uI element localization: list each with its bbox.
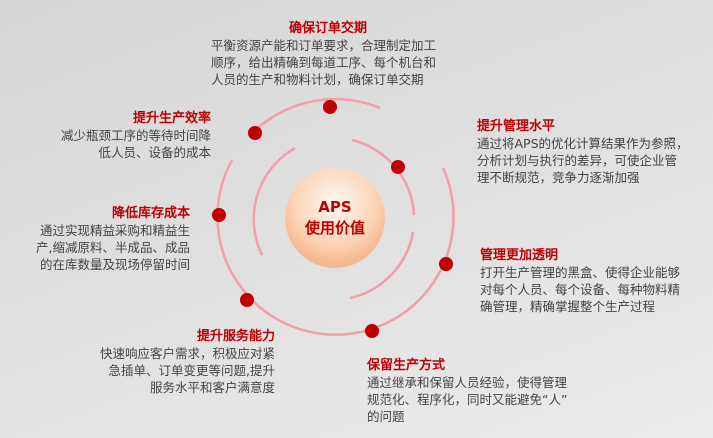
item-title: 提升生产效率 [132,111,211,126]
center-label: APS 使用价值 [285,168,385,268]
item-order-delivery: 确保订单交期 平衡资源产能和订单要求，合理制定加工 顺序，给出精确到每道工序、每… [211,20,436,88]
item-line: 服务水平和客户满意度 [149,380,275,395]
item-line: 分析计划与执行的差异，可使企业管 [477,153,678,168]
item-line: 快速响应客户需求，积极应对紧 [99,346,275,361]
item-management-level: 提升管理水平 通过将APS的优化计算结果作为参照， 分析计划与执行的差异，可使企… [477,118,689,186]
item-title: 确保订单交期 [288,21,367,36]
item-line: 的在库数量及现场停留时间 [39,257,190,272]
item-line: 顺序，给出精确到每道工序、每个机台和 [211,55,437,70]
center-line1: APS [318,198,352,216]
node-dot [323,100,337,114]
item-title: 保留生产方式 [367,358,446,373]
inner-ring-bottom [349,231,415,300]
outer-ring [216,159,455,336]
item-line: 打开生产管理的黑盒、使得企业能够 [480,265,681,280]
item-line: 通过继承和保留人员经验，使得管理 [367,375,568,390]
node-dot [212,208,226,222]
outer-ring-top [257,97,381,129]
item-line: 规范化、程序化，同时又能避免“人” [367,392,568,407]
item-line: 低人员、设备的成本 [98,145,211,160]
item-title: 提升管理水平 [477,119,556,134]
item-line: 确管理，精确掌握整个生产过程 [480,299,656,314]
item-line: 的问题 [367,409,405,424]
center-circle [285,168,385,268]
item-inventory: 降低库存成本 通过实现精益采购和精益生 产,缩减原料、半成品、成品 的在库数量及… [0,205,190,273]
item-line: 平衡资源产能和订单要求，合理制定加工 [211,38,437,53]
item-efficiency: 提升生产效率 减少瓶颈工序的等待时间降 低人员、设备的成本 [11,110,211,161]
item-title: 提升服务能力 [196,329,275,344]
node-dot [240,293,254,307]
node-dot [248,126,262,140]
item-production-mode: 保留生产方式 通过继承和保留人员经验，使得管理 规范化、程序化，同时又能避免“人… [367,357,567,425]
center-line2: 使用价值 [304,219,365,237]
item-line: 通过将APS的优化计算结果作为参照， [477,136,689,151]
node-dot [439,257,453,271]
item-transparency: 管理更加透明 打开生产管理的黑盒、使得企业能够 对每个人员、每个设备、每种物料精… [480,247,680,315]
item-title: 降低库存成本 [111,206,190,221]
item-line: 理不断规范，竞争力逐渐加强 [477,170,640,185]
item-line: 对每个人员、每个设备、每种物料精 [480,282,681,297]
item-line: 减少瓶颈工序的等待时间降 [60,128,211,143]
node-dot [391,160,405,174]
inner-ring-left [252,146,296,256]
item-line: 产,缩减原料、半成品、成品 [36,240,190,255]
item-line: 通过实现精益采购和精益生 [39,223,190,238]
node-dot [365,324,379,338]
item-title: 管理更加透明 [480,248,559,263]
item-service: 提升服务能力 快速响应客户需求，积极应对紧 急插单、订单变更等问题,提升 服务水… [55,328,275,396]
item-line: 人员的生产和物料计划，确保订单交期 [211,72,424,87]
item-line: 急插单、订单变更等问题,提升 [108,363,275,378]
